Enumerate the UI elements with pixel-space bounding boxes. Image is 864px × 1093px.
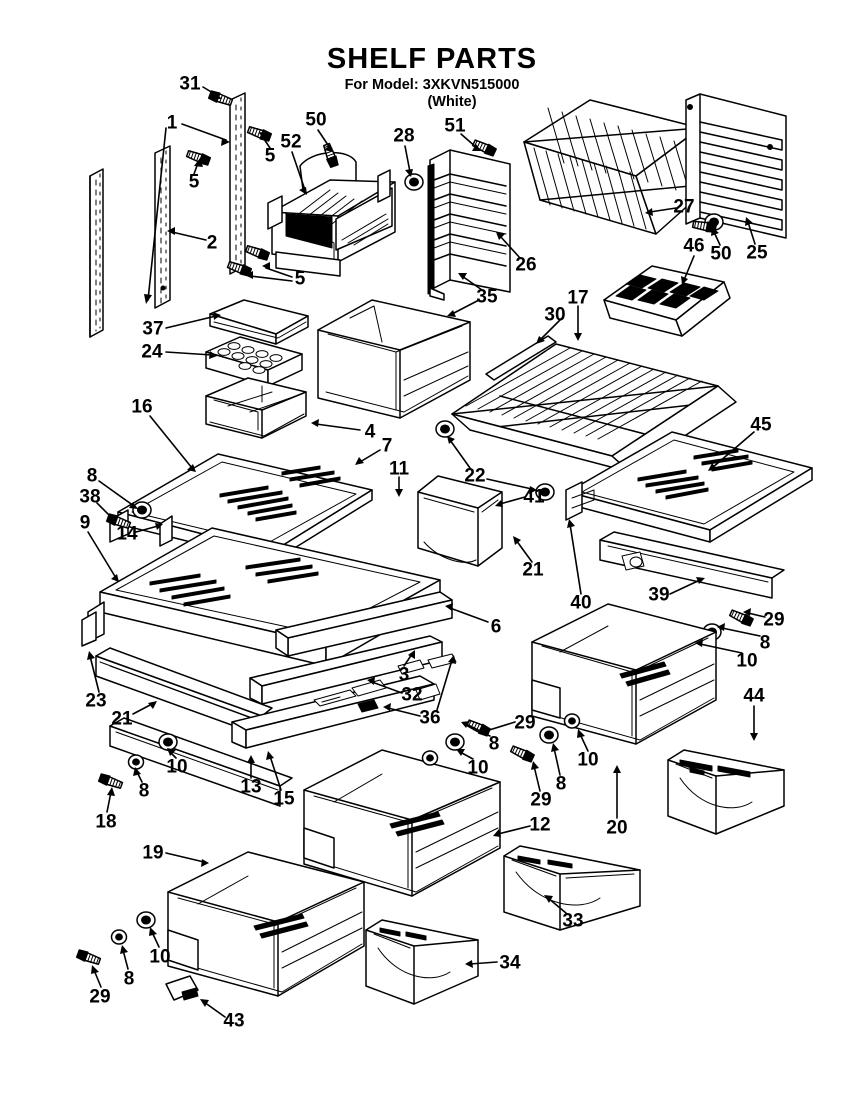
callout-5-a: 5 [264, 145, 276, 167]
rail-21-lower [109, 717, 293, 807]
model-line: For Model: 3XKVN515000 [344, 77, 520, 94]
glass-shelf-45 [565, 431, 813, 656]
callout-9: 9 [79, 512, 91, 534]
callout-5-b: 5 [188, 171, 200, 193]
callout-36: 36 [419, 707, 441, 729]
egg-tray-24 [205, 336, 303, 387]
callout-35: 35 [476, 286, 498, 308]
rail-15 [231, 675, 435, 749]
callout-40: 40 [570, 592, 592, 614]
callout-13: 13 [240, 776, 262, 798]
callout-21-upper: 21 [522, 559, 544, 581]
rail-6 [275, 591, 453, 657]
callout-8-e: 8 [555, 773, 567, 795]
callout-19: 19 [142, 842, 164, 864]
callout-46: 46 [683, 235, 705, 257]
callout-11: 11 [388, 458, 410, 480]
callout-26: 26 [515, 254, 537, 276]
shelf-cover-37 [209, 299, 309, 345]
finish-line: (White) [427, 94, 477, 111]
callout-33: 33 [562, 910, 584, 932]
callout-29-c: 29 [530, 789, 552, 811]
door-bin-41 [417, 475, 503, 567]
ice-cube-tray [603, 265, 731, 337]
callout-38: 38 [79, 486, 101, 508]
rail-23 [95, 647, 273, 737]
callout-10-e: 10 [149, 946, 171, 968]
callout-8-f: 8 [123, 968, 135, 990]
callout-52: 52 [280, 131, 302, 153]
callout-8-c: 8 [138, 780, 150, 802]
crisper-pan [317, 299, 471, 419]
callout-34: 34 [499, 952, 521, 974]
callout-6: 6 [490, 616, 502, 638]
callout-8-a: 8 [86, 465, 98, 487]
callout-14: 14 [116, 523, 138, 545]
callout-16: 16 [131, 396, 153, 418]
callout-50-right: 50 [710, 243, 732, 265]
callout-10-b: 10 [166, 756, 188, 778]
callout-1: 1 [166, 112, 178, 134]
shelf-ladder-rail-left [89, 168, 104, 338]
icemaker-assembly [267, 142, 396, 277]
callout-25: 25 [746, 242, 768, 264]
callout-10-c: 10 [467, 757, 489, 779]
callout-27: 27 [673, 196, 695, 218]
drawer-front-44 [667, 749, 785, 835]
callout-15: 15 [273, 788, 295, 810]
shelf-ladder-rail-middle [154, 145, 171, 309]
callout-43: 43 [223, 1010, 245, 1032]
drawer-front-33 [503, 845, 641, 931]
callout-10-a: 10 [736, 650, 758, 672]
callout-12: 12 [529, 814, 551, 836]
crisper-bin-20 [531, 603, 717, 745]
callout-8-b: 8 [759, 632, 771, 654]
callout-22: 22 [464, 465, 486, 487]
callout-44: 44 [743, 685, 765, 707]
shelf-support-ladder [404, 137, 511, 301]
crisper-bin-12 [303, 749, 501, 897]
shelf-ladder-rail-right [229, 92, 246, 275]
callout-23: 23 [85, 690, 107, 712]
callout-41: 41 [523, 486, 545, 508]
callout-20: 20 [606, 817, 628, 839]
crisper-bin-19 [75, 851, 365, 1001]
callout-2: 2 [206, 232, 218, 254]
callout-18: 18 [95, 811, 117, 833]
callout-5-c: 5 [294, 268, 306, 290]
dairy-bin [205, 377, 307, 439]
callout-39: 39 [648, 584, 670, 606]
callout-37: 37 [142, 318, 164, 340]
callout-28: 28 [393, 125, 415, 147]
callout-17: 17 [567, 287, 589, 309]
callout-29-b: 29 [514, 712, 536, 734]
rail-13 [249, 635, 443, 705]
callout-10-d: 10 [577, 749, 599, 771]
callout-32: 32 [401, 684, 423, 706]
callout-24: 24 [141, 341, 163, 363]
callout-45: 45 [750, 414, 772, 436]
shelf-frame-9 [81, 527, 441, 667]
callout-50-upper: 50 [305, 109, 327, 131]
callout-8-d: 8 [488, 733, 500, 755]
shelf-support-ladder-right [685, 93, 787, 239]
page-title: SHELF PARTS [326, 43, 538, 75]
callout-51: 51 [444, 115, 466, 137]
leader-lines [87, 86, 766, 1018]
callout-29-a: 29 [763, 609, 785, 631]
callout-29-d: 29 [89, 986, 111, 1008]
callout-30: 30 [544, 304, 566, 326]
drawer-front-34 [365, 919, 479, 1005]
callout-3: 3 [398, 664, 410, 686]
callout-7: 7 [381, 435, 393, 457]
title-block: SHELF PARTS For Model: 3XKVN515000 (Whit… [0, 44, 864, 111]
callout-21-lower: 21 [111, 708, 133, 730]
callout-31: 31 [179, 73, 201, 95]
callout-4: 4 [364, 421, 376, 443]
